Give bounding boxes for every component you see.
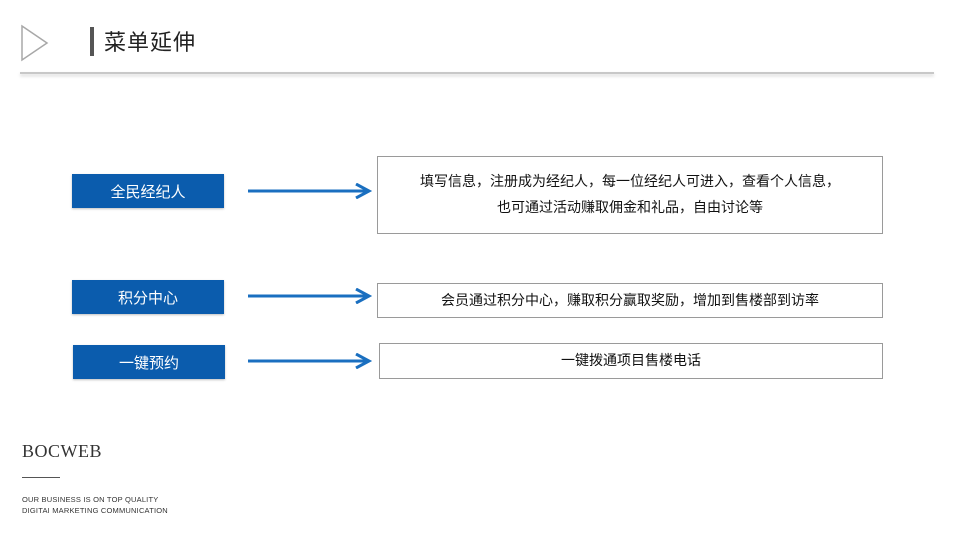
tag-points: 积分中心 [72, 280, 224, 314]
logo-triangle-icon [21, 24, 49, 62]
desc-broker-line-2: 也可通过活动赚取佣金和礼品，自由讨论等 [497, 200, 763, 216]
arrow-right-icon [248, 288, 373, 304]
header-divider [20, 72, 934, 74]
arrow-right-icon [248, 353, 373, 369]
brand-logo-text: BOCWEB [22, 441, 103, 461]
desc-booking-line-1: 一键拨通项目售楼电话 [561, 353, 701, 369]
desc-broker: 填写信息，注册成为经纪人，每一位经纪人可进入，查看个人信息， 也可通过活动赚取佣… [377, 156, 883, 234]
slogan-line-2: DIGITAI MARKETING COMMUNICATION [22, 506, 168, 515]
slogan-line-1: OUR BUSINESS IS ON TOP QUALITY [22, 495, 159, 504]
page-title: 菜单延伸 [104, 31, 197, 56]
desc-points-line-1: 会员通过积分中心，赚取积分赢取奖励，增加到售楼部到访率 [441, 292, 819, 309]
tag-booking: 一键预约 [73, 345, 225, 379]
tag-broker: 全民经纪人 [72, 174, 224, 208]
title-accent-bar [90, 27, 94, 56]
desc-points: 会员通过积分中心，赚取积分赢取奖励，增加到售楼部到访率 [377, 283, 883, 318]
brand-divider [22, 477, 60, 478]
desc-broker-line-1: 填写信息，注册成为经纪人，每一位经纪人可进入，查看个人信息， [420, 174, 840, 190]
arrow-right-icon [248, 183, 373, 199]
desc-booking: 一键拨通项目售楼电话 [379, 343, 883, 379]
